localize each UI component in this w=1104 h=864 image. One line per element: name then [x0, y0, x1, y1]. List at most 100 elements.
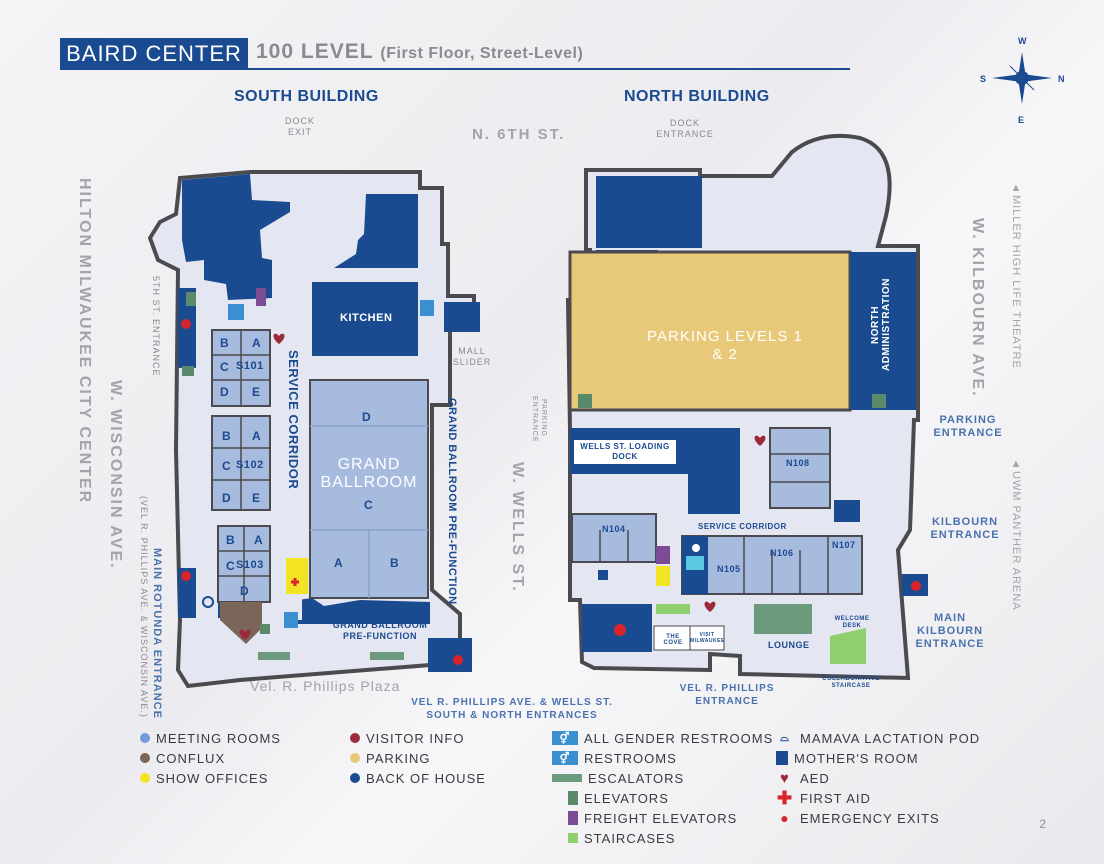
- venue-name: BAIRD CENTER: [66, 41, 242, 66]
- boh-ballroom-south: [284, 598, 430, 624]
- elevator-icon: [872, 394, 886, 408]
- escalator-south-2: [370, 652, 404, 660]
- compass-s: S: [980, 74, 986, 84]
- parking-entrance-label: PARKING ENTRANCE: [933, 414, 1003, 439]
- parking-label: PARKING LEVELS 1 & 2: [647, 328, 803, 363]
- main-rotunda-label: MAIN ROTUNDA ENTRANCE: [151, 548, 163, 719]
- venue-title: BAIRD CENTER: [60, 38, 248, 70]
- s102-e: E: [252, 491, 261, 505]
- s103-label: S103: [236, 559, 264, 571]
- elevator-icon: [578, 394, 592, 408]
- legend-escalators: ESCALATORS: [552, 768, 773, 788]
- legend-show-text: SHOW OFFICES: [156, 770, 269, 786]
- first-aid-cross-icon: ✚: [776, 787, 794, 808]
- legend-parking: PARKING: [350, 748, 486, 768]
- legend-visitor-text: VISITOR INFO: [366, 730, 465, 746]
- legend-mamava: ⌓ MAMAVA LACTATION POD: [776, 728, 980, 748]
- legend-col-1: MEETING ROOMS CONFLUX SHOW OFFICES: [140, 728, 281, 788]
- kilbourn-ave-label: W. KILBOURN AVE.: [969, 218, 986, 398]
- n106-label: N106: [770, 548, 794, 558]
- legend-first-aid: ✚FIRST AID: [776, 788, 980, 808]
- meeting-room-s103[interactable]: [217, 525, 271, 603]
- parking-dot-icon: [350, 753, 360, 763]
- compass-e: E: [1018, 115, 1024, 125]
- gb-prefunction-label: GRAND BALLROOM PRE-FUNCTION: [332, 620, 428, 641]
- compass-rose-icon: W S N E: [980, 36, 1065, 125]
- legend-freight-text: FREIGHT ELEVATORS: [584, 810, 738, 826]
- elevator-icon: [186, 292, 196, 306]
- legend-col-4: ⌓MAMAVA LACTATION POD MOTHER'S ROOM ♥AED…: [776, 728, 980, 828]
- staircase-icon: [568, 833, 578, 843]
- mothers-room-icon: [598, 570, 608, 580]
- boh-southeast: [428, 638, 472, 672]
- first-aid-cross-icon: [291, 578, 299, 586]
- dock-exit-label: DOCK EXIT: [284, 116, 315, 137]
- legend-all-gender: ⚥ALL GENDER RESTROOMS: [552, 728, 773, 748]
- the-cove-label: THE COVE: [663, 634, 683, 646]
- aed-heart-icon: ♥: [780, 769, 790, 787]
- restroom-icon: [834, 500, 860, 522]
- legend-parking-text: PARKING: [366, 750, 431, 766]
- meeting-room-s102[interactable]: [211, 415, 271, 511]
- s102-a: A: [252, 429, 262, 443]
- s103-c: C: [226, 559, 236, 573]
- compass-w: W: [1018, 36, 1027, 46]
- legend-stairs: STAIRCASES: [552, 828, 773, 848]
- parking-entrance-small-label: PARKING ENTRANCE: [531, 396, 547, 443]
- legend-emergency-text: EMERGENCY EXITS: [800, 810, 940, 826]
- grand-ballroom[interactable]: [309, 379, 429, 599]
- legend-meeting-text: MEETING ROOMS: [156, 730, 281, 746]
- s102-c: C: [222, 459, 232, 473]
- meeting-room-n108[interactable]: [769, 427, 831, 509]
- north-admin-label: NORTH ADMINISTRATION: [870, 278, 892, 372]
- escalator-south-1: [258, 652, 290, 660]
- all-gender-restroom-icon: ⚥: [552, 731, 578, 745]
- visit-milwaukee-room[interactable]: [689, 625, 725, 651]
- s101-label: S101: [236, 360, 264, 372]
- meeting-room-s101[interactable]: [211, 329, 271, 407]
- south-building-label: SOUTH BUILDING: [234, 88, 379, 105]
- conflux-area[interactable]: [220, 602, 262, 644]
- visitor-info-icon: [350, 733, 360, 743]
- emergency-exit-icon: [911, 581, 921, 591]
- wisconsin-ave-label: W. WISCONSIN AVE.: [107, 380, 124, 570]
- welcome-desk-label: WELCOME DESK: [834, 616, 870, 629]
- fifth-st-entrance-label: 5TH ST. ENTRANCE: [151, 276, 161, 377]
- legend-meeting: MEETING ROOMS: [140, 728, 281, 748]
- collaborative-staircase: [830, 628, 866, 664]
- n105-label: N105: [717, 564, 741, 574]
- ballroom-section-c: C: [364, 498, 374, 512]
- s101-c: C: [220, 360, 230, 374]
- ballroom-section-a: A: [334, 556, 344, 570]
- freight-elevator-icon: [256, 288, 266, 306]
- boh-service: [688, 428, 740, 514]
- n107-label: N107: [832, 540, 856, 550]
- level-name: 100 LEVEL: [256, 40, 374, 63]
- main-kilbourn-label: MAIN KILBOURN ENTRANCE: [915, 612, 985, 650]
- escalators-north: [754, 604, 812, 634]
- legend-freight: FREIGHT ELEVATORS: [552, 808, 773, 828]
- service-corridor-north: SERVICE CORRIDOR: [698, 522, 787, 531]
- s102-label: S102: [236, 459, 264, 471]
- meeting-room-n104[interactable]: [571, 513, 657, 563]
- legend-mamava-text: MAMAVA LACTATION POD: [800, 730, 981, 746]
- dock-entrance-label: DOCK ENTRANCE: [656, 118, 714, 139]
- n6th-street: N. 6TH ST.: [472, 126, 566, 143]
- legend-mothers: MOTHER'S ROOM: [776, 748, 980, 768]
- rotunda-sub-label: (VEL R. PHILLIPS AVE. & WISCONSIN AVE.): [139, 496, 149, 718]
- s103-a: A: [254, 533, 264, 547]
- north-building-map: [565, 133, 928, 681]
- boh-dot-icon: [350, 773, 360, 783]
- the-cove-room[interactable]: [653, 625, 691, 651]
- boh-mall: [444, 302, 480, 332]
- page-number: 2: [1039, 817, 1046, 831]
- show-office-north[interactable]: [656, 566, 670, 586]
- plaza-label: Vel. R. Phillips Plaza: [250, 678, 401, 694]
- s101-d: D: [220, 385, 230, 399]
- mamava-pod-icon: ⌓: [780, 731, 790, 744]
- legend-col-3: ⚥ALL GENDER RESTROOMS ⚥RESTROOMS ESCALAT…: [552, 728, 773, 848]
- legend-visitor: VISITOR INFO: [350, 728, 486, 748]
- legend-elevators-text: ELEVATORS: [584, 790, 669, 806]
- mothers-room-icon: [776, 751, 788, 765]
- legend-col-2: VISITOR INFO PARKING BACK OF HOUSE: [350, 728, 486, 788]
